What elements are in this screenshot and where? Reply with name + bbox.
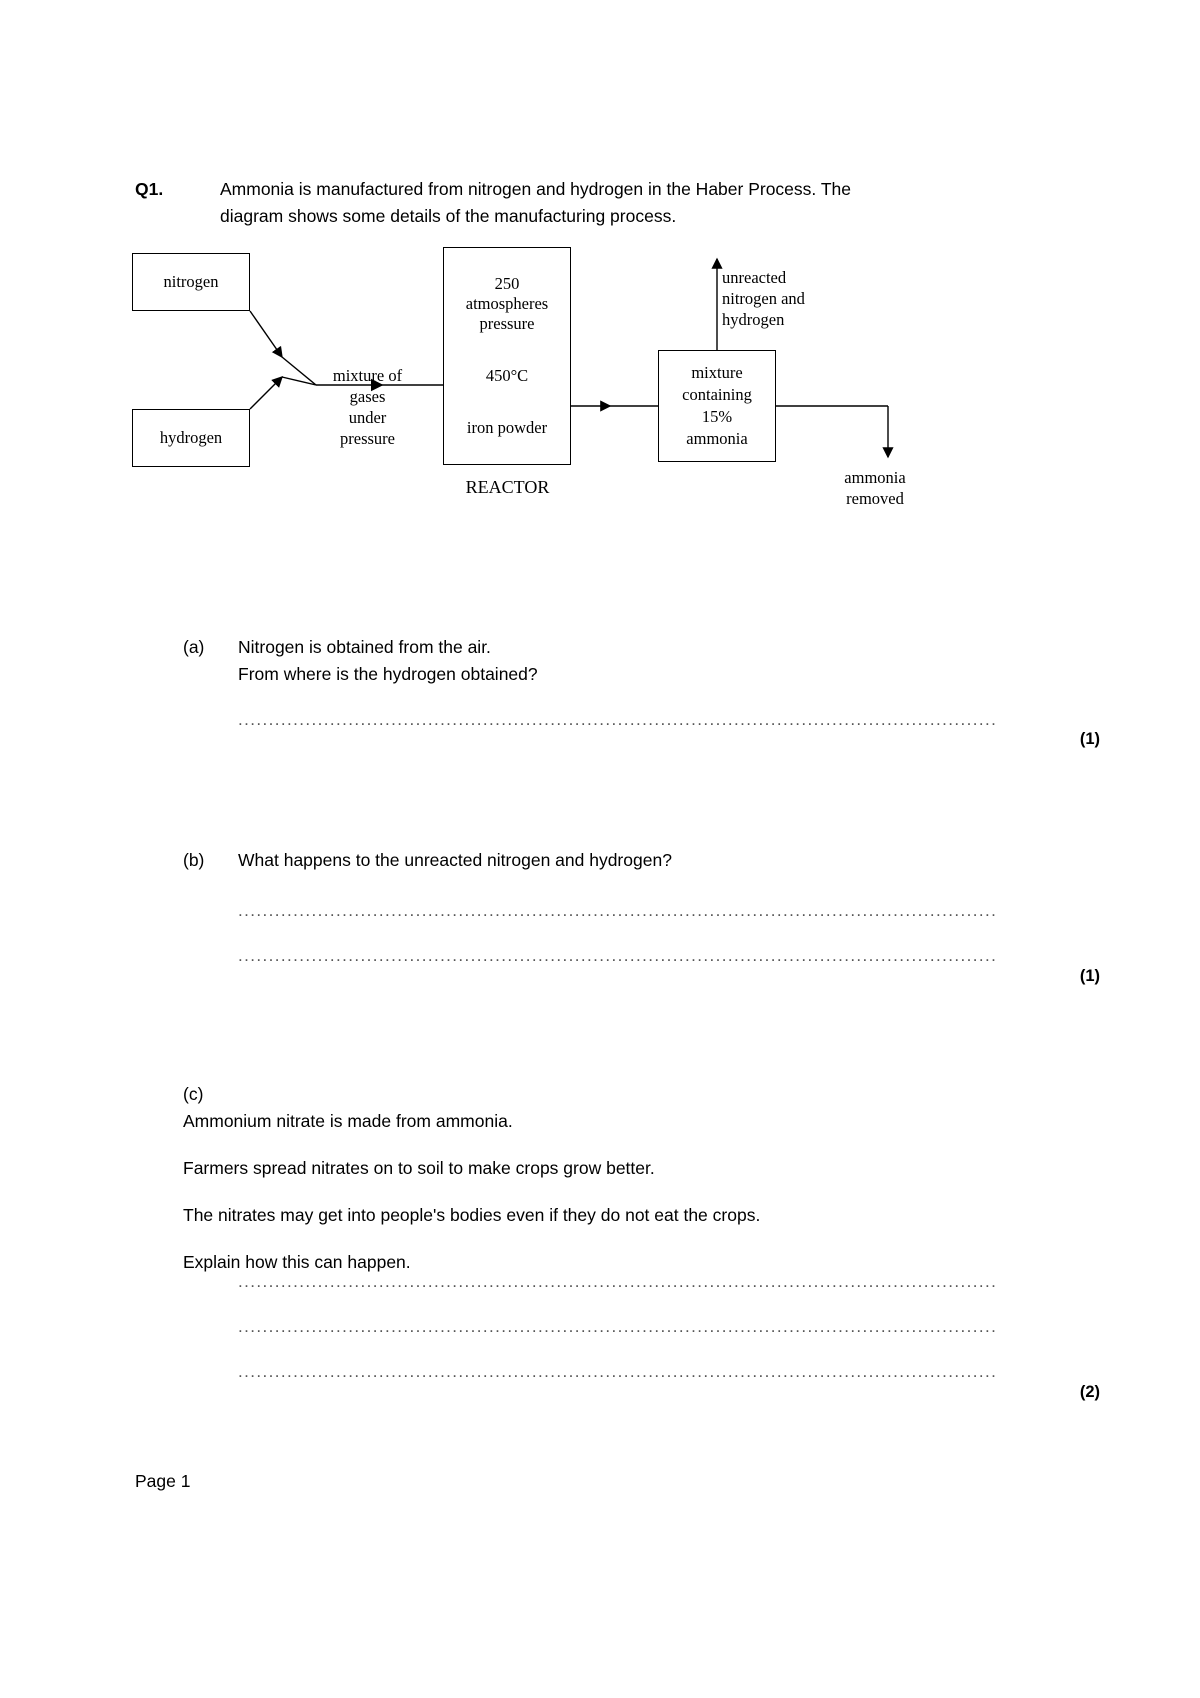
diagram-connector-lines — [249, 257, 894, 459]
answer-line-c-2[interactable]: ........................................… — [238, 1317, 998, 1336]
question-number: Q1. — [135, 179, 164, 199]
part-a-text: Nitrogen is obtained from the air. From … — [238, 634, 1003, 688]
answer-line-a-1[interactable]: ........................................… — [238, 710, 998, 729]
reactor-box: 250 atmospheres pressure 450°C iron powd… — [443, 247, 571, 465]
hydrogen-input-box: hydrogen — [132, 409, 250, 467]
answer-line-b-1[interactable]: ........................................… — [238, 901, 998, 920]
unreacted-line-1: unreacted — [722, 268, 787, 287]
removed-line-2: removed — [846, 489, 904, 508]
mixture-line-2: gases — [349, 387, 386, 406]
part-b-text: What happens to the unreacted nitrogen a… — [238, 847, 1003, 874]
haber-process-diagram: nitrogen hydrogen mixture of gases under… — [130, 245, 1030, 535]
part-a-line-1: Nitrogen is obtained from the air. — [238, 637, 491, 657]
part-c-text: Ammonium nitrate is made from ammonia. F… — [183, 1108, 1013, 1276]
nitrogen-input-box: nitrogen — [132, 253, 250, 311]
part-c-line-3: The nitrates may get into people's bodie… — [183, 1205, 761, 1225]
product-mixture-box: mixture containing 15% ammonia — [658, 350, 776, 462]
part-a-line-2: From where is the hydrogen obtained? — [238, 664, 538, 684]
part-c-line-1: Ammonium nitrate is made from ammonia. — [183, 1111, 513, 1131]
removed-line-1: ammonia — [844, 468, 906, 487]
part-c-line-4: Explain how this can happen. — [183, 1252, 411, 1272]
unreacted-line-2: nitrogen and — [722, 289, 805, 308]
reactor-pressure-value: 250 — [494, 274, 520, 293]
reactor-pressure-units: atmospheres — [465, 294, 549, 313]
answer-line-c-1[interactable]: ........................................… — [238, 1272, 998, 1291]
reactor-catalyst: iron powder — [466, 418, 548, 437]
part-c-label: (c) — [183, 1084, 204, 1104]
part-a-label: (a) — [183, 637, 205, 657]
product-line-3: 15% — [701, 407, 733, 426]
mixture-line-3: under — [348, 408, 387, 427]
product-line-1: mixture — [691, 363, 743, 382]
ammonia-removed-label: ammonia removed — [815, 467, 935, 509]
part-b-line-1: What happens to the unreacted nitrogen a… — [238, 850, 672, 870]
product-line-2: containing — [682, 385, 752, 404]
part-a-marks: (1) — [1079, 730, 1100, 748]
part-b-label: (b) — [183, 850, 205, 870]
mixture-of-gases-label: mixture of gases under pressure — [305, 365, 430, 449]
mixture-line-1: mixture of — [332, 366, 403, 385]
page-footer: Page 1 — [135, 1471, 191, 1491]
part-c-line-2: Farmers spread nitrates on to soil to ma… — [183, 1158, 655, 1178]
question-stem-line-1: Ammonia is manufactured from nitrogen an… — [220, 179, 851, 199]
question-part-c: (c) Ammonium nitrate is made from ammoni… — [183, 1081, 1013, 1276]
nitrogen-label: nitrogen — [163, 272, 219, 291]
question-part-b: (b) What happens to the unreacted nitrog… — [183, 847, 1003, 874]
question-stem-line-2: diagram shows some details of the manufa… — [220, 206, 677, 226]
unreacted-gases-label: unreacted nitrogen and hydrogen — [722, 267, 862, 330]
part-c-marks: (2) — [1079, 1383, 1100, 1401]
reactor-caption: REACTOR — [465, 477, 550, 497]
mixture-line-4: pressure — [340, 429, 395, 448]
product-line-4: ammonia — [686, 429, 748, 448]
part-b-marks: (1) — [1079, 967, 1100, 985]
unreacted-line-3: hydrogen — [722, 310, 785, 329]
answer-line-c-3[interactable]: ........................................… — [238, 1362, 998, 1381]
question-part-a: (a) Nitrogen is obtained from the air. F… — [183, 634, 1003, 688]
hydrogen-label: hydrogen — [159, 428, 223, 447]
question-stem: Q1. Ammonia is manufactured from nitrogen… — [135, 176, 985, 230]
reactor-pressure-word: pressure — [479, 314, 535, 333]
answer-line-b-2[interactable]: ........................................… — [238, 946, 998, 965]
reactor-conditions-group: 250 atmospheres pressure — [466, 274, 548, 334]
reactor-temperature: 450°C — [485, 366, 529, 385]
